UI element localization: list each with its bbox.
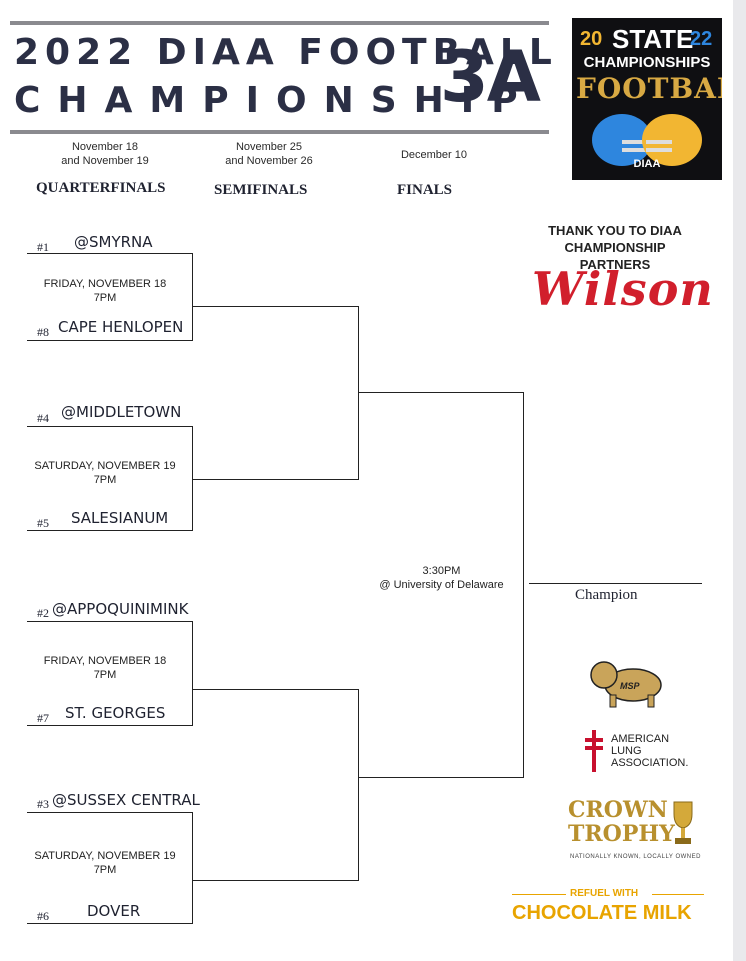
game-schedule: SATURDAY, NOVEMBER 19 7PM xyxy=(34,850,176,876)
trophy-icon xyxy=(673,801,693,844)
page-edge-bar xyxy=(733,0,746,961)
wilson-logo: Wilson xyxy=(532,262,714,316)
bracket-line xyxy=(27,923,193,924)
champion-line xyxy=(529,583,702,584)
header-top-rule xyxy=(10,21,549,25)
game-schedule: FRIDAY, NOVEMBER 18 7PM xyxy=(43,278,167,304)
seed-label: #1 xyxy=(37,240,49,254)
seed-label: #5 xyxy=(37,516,49,530)
game-schedule: SATURDAY, NOVEMBER 19 7PM xyxy=(34,460,176,486)
msp-text: MSP xyxy=(620,681,641,691)
lung-cross-icon xyxy=(585,730,603,772)
team-name: DOVER xyxy=(87,902,141,920)
division-label: 3A xyxy=(440,36,541,118)
team-name: @SMYRNA xyxy=(74,233,153,251)
bracket-line xyxy=(358,306,359,480)
crown-line-1: CROWN xyxy=(568,797,668,823)
bracket-line xyxy=(192,621,193,726)
logo-championships: CHAMPIONSHIPS xyxy=(583,54,711,71)
quarterfinals-date: November 18 and November 19 xyxy=(61,141,149,167)
seed-label: #2 xyxy=(37,606,49,620)
milk-line-1: REFUEL WITH xyxy=(570,888,639,899)
milk-rule-right xyxy=(652,894,704,895)
crown-line-2: TROPHY xyxy=(568,821,675,847)
semifinals-heading: SEMIFINALS xyxy=(214,182,308,198)
partners-thank-you: THANK YOU TO DIAA CHAMPIONSHIP PARTNERS xyxy=(548,223,682,272)
team-name: @MIDDLETOWN xyxy=(61,403,182,421)
bracket-line xyxy=(358,392,524,393)
milk-rule-left xyxy=(512,894,566,895)
semifinals-date: November 25 and November 26 xyxy=(225,141,313,167)
bulldog-icon: MSP xyxy=(590,661,662,708)
bracket-line xyxy=(192,812,193,924)
state-championships-logo: 20 STATE 22 CHAMPIONSHIPS FOOTBALL DIAA xyxy=(572,18,722,180)
team-name: @APPOQUINIMINK xyxy=(52,600,189,618)
bracket-line xyxy=(27,426,193,427)
seed-label: #8 xyxy=(37,325,49,339)
bracket-line xyxy=(27,621,193,622)
helmets-icon xyxy=(592,114,702,166)
logo-org: DIAA xyxy=(633,158,661,170)
lung-line-1: AMERICAN xyxy=(611,733,670,745)
milk-line-2: CHOCOLATE MILK xyxy=(512,902,692,924)
bracket-line xyxy=(27,340,193,341)
logo-year-right: 22 xyxy=(690,28,713,50)
final-time: 3:30PM xyxy=(422,565,461,577)
bracket-line xyxy=(192,479,359,480)
finals-heading: FINALS xyxy=(397,182,453,198)
bracket-line xyxy=(27,812,193,813)
game-schedule: FRIDAY, NOVEMBER 18 7PM xyxy=(43,655,167,681)
seed-label: #3 xyxy=(37,797,49,811)
logo-state: STATE xyxy=(612,24,694,54)
team-name: SALESIANUM xyxy=(71,509,169,527)
bracket-line xyxy=(358,689,359,881)
seed-label: #6 xyxy=(37,909,49,923)
seed-label: #7 xyxy=(37,711,49,725)
bracket-line xyxy=(27,725,193,726)
header-bottom-rule xyxy=(10,130,549,134)
bracket-line xyxy=(192,426,193,531)
bracket-line xyxy=(192,253,193,341)
seed-label: #4 xyxy=(37,411,49,425)
bracket-line xyxy=(27,253,193,254)
lung-line-2: LUNG xyxy=(611,745,642,757)
crown-trophy-logo: CROWN TROPHY xyxy=(568,798,675,846)
quarterfinals-heading: QUARTERFINALS xyxy=(36,180,166,196)
bracket-line xyxy=(192,689,359,690)
bracket-line xyxy=(192,306,359,307)
bracket-line xyxy=(523,392,524,778)
title-line-1: 2022 DIAA FOOTBALL xyxy=(14,32,558,73)
lung-association-logo: AMERICAN LUNG ASSOCIATION. xyxy=(611,733,688,769)
chocolate-milk-logo: REFUEL WITH CHOCOLATE MILK xyxy=(512,888,704,934)
bracket-line xyxy=(358,777,524,778)
crown-tagline: NATIONALLY KNOWN, LOCALLY OWNED xyxy=(570,854,701,860)
finals-date: December 10 xyxy=(400,149,468,161)
lung-line-3: ASSOCIATION. xyxy=(611,757,689,769)
champion-label: Champion xyxy=(575,587,638,603)
team-name: @SUSSEX CENTRAL xyxy=(52,791,200,809)
bracket-line xyxy=(192,880,359,881)
team-name: ST. GEORGES xyxy=(65,704,166,722)
team-name: CAPE HENLOPEN xyxy=(58,318,184,336)
title-line-2: CHAMPIONSHIP xyxy=(14,80,535,121)
bracket-line xyxy=(27,530,193,531)
logo-year-left: 20 xyxy=(580,28,603,50)
logo-football: FOOTBALL xyxy=(576,72,722,105)
final-venue: @ University of Delaware xyxy=(379,579,504,591)
